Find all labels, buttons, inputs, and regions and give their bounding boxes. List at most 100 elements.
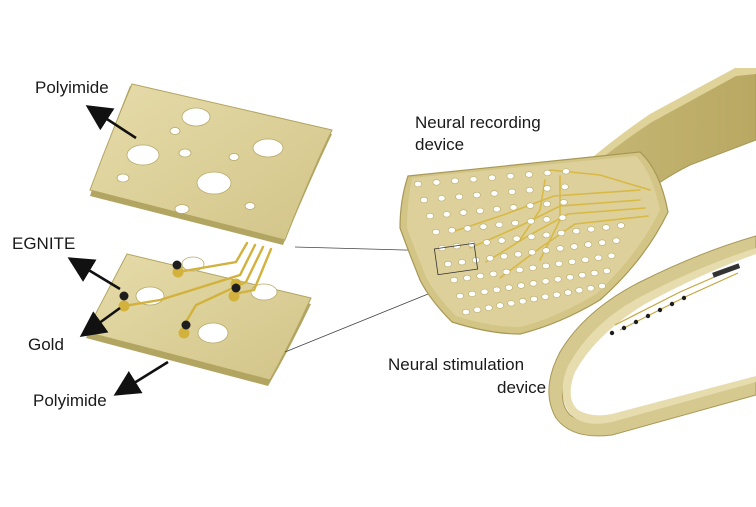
recording-hole — [489, 270, 498, 278]
recording-hole — [512, 235, 521, 242]
recording-hole — [542, 247, 550, 254]
top-polyimide-layer — [89, 83, 333, 245]
neural-recording-device — [399, 68, 756, 335]
recording-hole — [456, 292, 464, 300]
label-recording-line1: Neural recording — [415, 113, 541, 132]
recording-hole — [432, 179, 441, 186]
recording-hole — [414, 180, 422, 188]
recording-hole — [555, 260, 563, 267]
recording-hole — [570, 243, 579, 250]
recording-hole — [578, 272, 587, 279]
recording-hole — [511, 219, 519, 227]
recording-hole — [517, 282, 525, 289]
recording-hole — [602, 224, 610, 231]
recording-hole — [541, 278, 550, 285]
recording-hole — [564, 289, 572, 296]
recording-hole — [490, 190, 499, 197]
recording-hole — [525, 187, 534, 194]
recording-hole — [473, 306, 482, 313]
recording-hole — [518, 298, 527, 305]
recording-hole — [507, 300, 516, 307]
recording-hole — [543, 185, 552, 192]
label-egnite: EGNITE — [12, 234, 76, 253]
recording-hole — [495, 221, 504, 228]
recording-hole — [526, 202, 535, 209]
gold-traces — [122, 241, 273, 327]
recording-hole — [500, 253, 508, 260]
recording-hole — [556, 245, 565, 252]
recording-hole — [455, 193, 464, 200]
recording-hole — [497, 237, 506, 244]
recording-hole — [542, 216, 551, 223]
label-recording-line2: device — [415, 135, 465, 154]
recording-hole — [590, 269, 599, 277]
recording-hole — [527, 233, 536, 240]
recording-hole — [450, 276, 458, 284]
bottom-polyimide-layer — [85, 253, 312, 386]
recording-hole — [575, 287, 584, 294]
recording-hole — [552, 291, 561, 298]
recording-hole — [463, 225, 472, 232]
recording-hole — [420, 196, 428, 204]
label-polyimide-bottom: Polyimide — [33, 391, 107, 410]
recording-hole — [504, 284, 513, 291]
recording-hole — [558, 214, 567, 221]
recording-hole — [586, 285, 595, 292]
label-arrows — [67, 105, 169, 396]
recording-hole — [451, 177, 459, 184]
recording-hole — [426, 212, 434, 220]
recording-hole — [598, 282, 606, 290]
recording-hole — [506, 173, 515, 180]
recording-hole — [447, 227, 456, 234]
recording-hole — [492, 206, 501, 213]
recording-hole — [444, 260, 452, 268]
recording-hole — [509, 204, 518, 211]
recording-hole — [607, 252, 616, 259]
recording-hole — [529, 280, 538, 287]
recording-hole — [442, 211, 451, 218]
recording-hole — [432, 228, 440, 236]
label-stimulation-line2: device — [497, 378, 547, 397]
recording-hole — [486, 255, 494, 262]
recording-hole — [530, 295, 538, 303]
recording-hole — [479, 223, 488, 230]
recording-hole — [560, 183, 569, 190]
recording-hole — [559, 199, 568, 206]
recording-hole — [594, 254, 603, 261]
recording-hole — [463, 274, 471, 282]
recording-hole — [581, 256, 590, 263]
recording-hole — [502, 268, 511, 276]
recording-hole — [514, 251, 522, 258]
recording-hole — [562, 168, 570, 175]
recording-hole — [462, 308, 470, 316]
recording-hole — [566, 274, 574, 281]
recording-hole — [458, 259, 466, 266]
recording-hole — [492, 286, 501, 293]
recording-hole — [480, 288, 489, 295]
recording-hole — [542, 262, 550, 270]
recording-hole — [484, 304, 493, 311]
recording-hole — [468, 290, 477, 298]
recording-hole — [472, 191, 481, 199]
recording-hole — [617, 222, 625, 229]
recording-hole — [528, 264, 537, 272]
label-gold: Gold — [28, 335, 64, 354]
recording-hole — [469, 176, 478, 183]
recording-hole — [525, 171, 533, 178]
recording-hole — [602, 267, 611, 275]
recording-hole — [496, 302, 504, 309]
recording-hole — [482, 239, 491, 246]
recording-hole — [543, 200, 551, 207]
recording-hole — [476, 272, 485, 280]
recording-hole — [612, 237, 621, 244]
recording-hole — [557, 229, 566, 237]
recording-hole — [476, 207, 484, 214]
label-polyimide-top: Polyimide — [35, 78, 109, 97]
recording-hole — [528, 249, 536, 256]
recording-hole — [584, 241, 593, 248]
egnite-electrodes — [119, 260, 241, 330]
recording-hole — [568, 258, 576, 265]
recording-hole — [541, 293, 550, 300]
